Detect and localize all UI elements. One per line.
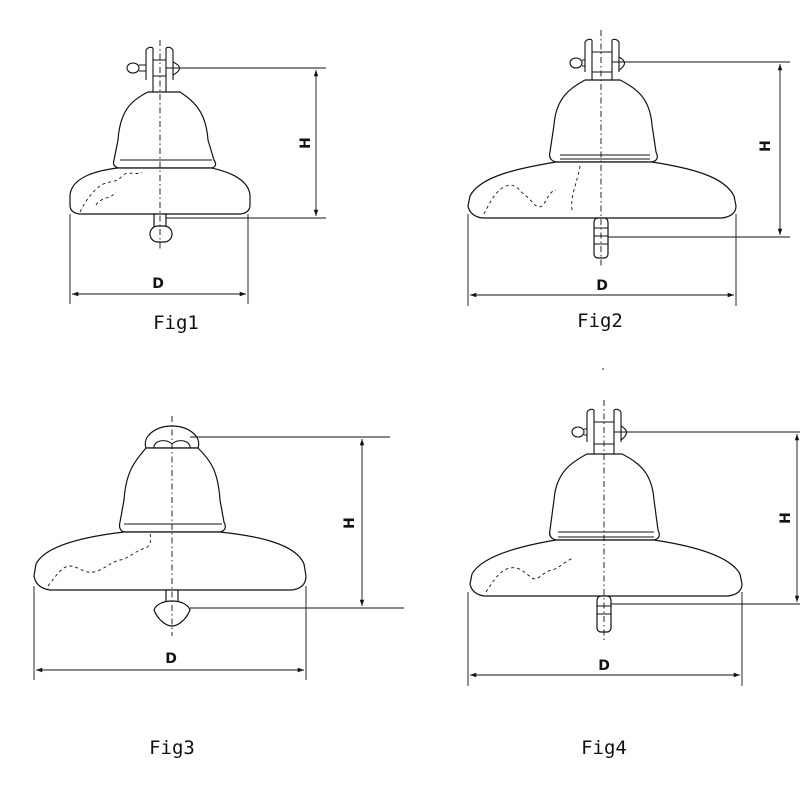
figure-caption: Fig2 [577, 310, 623, 332]
stray-dot [602, 368, 604, 370]
height-dimension: H [611, 431, 800, 605]
insulator-shed [467, 161, 737, 219]
height-label: H [778, 512, 794, 524]
height-label: H [298, 137, 314, 149]
figure-caption: Fig1 [153, 312, 199, 334]
figure-1: H D Fig1 [69, 40, 326, 334]
diameter-label: D [598, 658, 610, 674]
figure-4: H D Fig4 [467, 400, 800, 759]
insulator-shed [33, 531, 307, 591]
insulator-shed [469, 539, 743, 597]
cap-housing [549, 79, 658, 163]
diameter-dimension: D [467, 214, 737, 306]
height-label: H [342, 517, 358, 529]
figure-caption: Fig4 [581, 737, 627, 759]
figure-3: H D Fig3 [33, 416, 404, 759]
diameter-dimension: D [467, 592, 743, 686]
diameter-label: D [152, 276, 164, 292]
diameter-label: D [165, 651, 177, 667]
cap-housing [549, 453, 660, 541]
height-dimension: H [608, 61, 790, 238]
cap-housing [112, 91, 217, 169]
diameter-dimension: D [33, 586, 307, 680]
clevis-cap [571, 408, 628, 459]
clevis-cap [126, 46, 181, 96]
figure-caption: Fig3 [149, 737, 195, 759]
socket-pin [596, 595, 612, 633]
diameter-dimension: D [69, 214, 249, 304]
ball-pin [149, 213, 173, 243]
diameter-label: D [596, 278, 608, 294]
height-dimension: H [166, 67, 326, 219]
figure-2: H D Fig2 [467, 30, 790, 332]
height-dimension: H [190, 436, 404, 609]
height-label: H [758, 140, 774, 152]
